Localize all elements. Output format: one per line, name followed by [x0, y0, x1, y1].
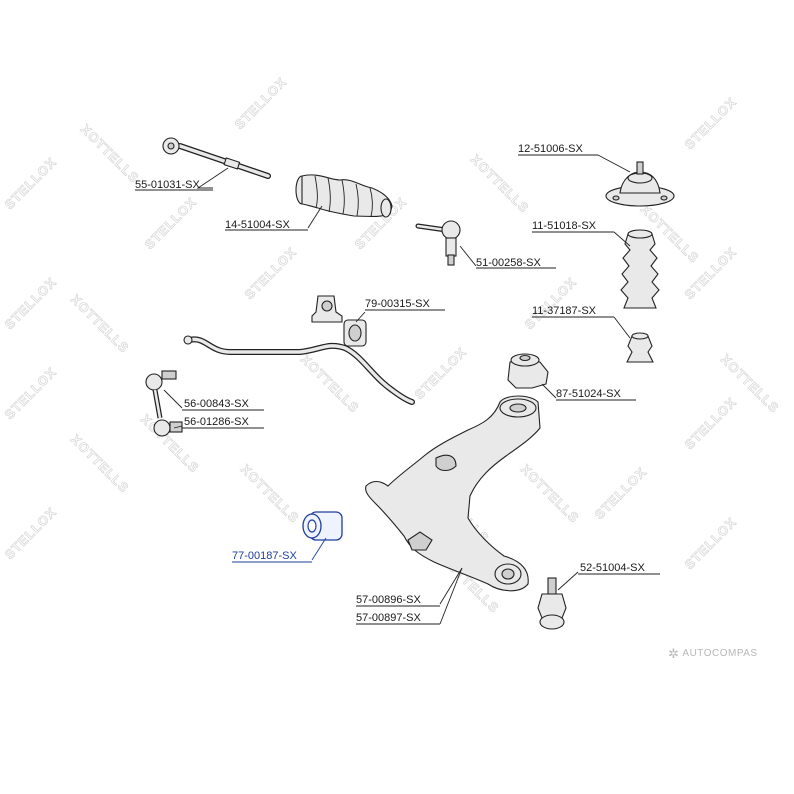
watermark-text: XOTTELLS: [68, 432, 132, 496]
watermark-text: STELLOX: [592, 464, 650, 522]
part-label-steering-boot[interactable]: 14-51004-SX: [225, 219, 290, 231]
strut-boot-callout: 11-51018-SX: [532, 220, 631, 247]
watermark-text: STELLOX: [142, 194, 200, 252]
watermark-text: XOTTELLS: [68, 292, 132, 356]
arm-front-bushing-callout: 77-00187-SX: [232, 537, 327, 563]
part-label-arm-rear-bushing[interactable]: 87-51024-SX: [556, 388, 621, 400]
watermark-text: STELLOX: [412, 344, 470, 402]
watermark-layer: STELLOX STELLOX STELLOX STELLOX XOTTELLS…: [1, 74, 782, 616]
watermark-text: STELLOX: [2, 504, 60, 562]
watermark-text: XOTTELLS: [78, 122, 142, 186]
part-label-tie-rod[interactable]: 55-01031-SX: [135, 179, 200, 191]
part-label-control-arm-left[interactable]: 57-00897-SX: [356, 612, 421, 624]
watermark-text: STELLOX: [2, 274, 60, 332]
strut-mount-part[interactable]: [605, 161, 675, 207]
watermark-text: STELLOX: [2, 154, 60, 212]
part-label-link-lower[interactable]: 56-01286-SX: [184, 416, 249, 428]
steering-boot-callout: 14-51004-SX: [225, 205, 323, 231]
part-label-link-upper[interactable]: 56-00843-SX: [184, 398, 249, 410]
bump-stop-callout: 11-37187-SX: [532, 305, 631, 339]
watermark-text: STELLOX: [682, 394, 740, 452]
part-label-ball-joint[interactable]: 52-51004-SX: [580, 562, 645, 574]
brand-watermark: ✲ AUTOCOMPAS: [668, 647, 758, 660]
part-label-stabilizer-bushing[interactable]: 79-00315-SX: [365, 298, 430, 310]
watermark-text: XOTTELLS: [238, 462, 302, 526]
part-label-strut-boot[interactable]: 11-51018-SX: [532, 220, 597, 232]
watermark-text: XOTTELLS: [468, 152, 532, 216]
tie-rod-callout: 55-01031-SX: [135, 167, 229, 191]
ball-joint-part[interactable]: [537, 577, 567, 630]
watermark-text: STELLOX: [682, 94, 740, 152]
control-arm-part[interactable]: [365, 395, 541, 592]
arm-rear-bushing-callout: 87-51024-SX: [541, 383, 636, 401]
stabilizer-bar-part[interactable]: [183, 335, 415, 405]
part-label-bump-stop[interactable]: 11-37187-SX: [532, 305, 597, 317]
steering-boot-part[interactable]: [295, 174, 393, 218]
stabilizer-bushing-part[interactable]: [311, 295, 367, 347]
compass-icon: ✲: [668, 646, 680, 661]
watermark-text: STELLOX: [242, 244, 300, 302]
watermark-text: STELLOX: [682, 514, 740, 572]
stabilizer-link-part[interactable]: [145, 370, 183, 437]
part-label-strut-mount[interactable]: 12-51006-SX: [518, 143, 583, 155]
arm-rear-bushing-part[interactable]: [507, 353, 549, 389]
stabilizer-bushing-callout: 79-00315-SX: [355, 298, 445, 323]
watermark-text: STELLOX: [232, 74, 290, 132]
strut-boot-part[interactable]: [620, 229, 660, 309]
watermark-text: XOTTELLS: [298, 352, 362, 416]
tie-rod-end-part[interactable]: [415, 220, 461, 266]
stabilizer-link-callout: 56-00843-SX 56-01286-SX: [163, 389, 264, 429]
arm-front-bushing-part[interactable]: [302, 511, 343, 541]
part-label-tie-rod-end[interactable]: 51-00258-SX: [476, 257, 541, 269]
watermark-text: STELLOX: [522, 274, 580, 332]
part-label-control-arm-right[interactable]: 57-00896-SX: [356, 594, 421, 606]
watermark-text: STELLOX: [2, 364, 60, 422]
brand-name: AUTOCOMPAS: [682, 648, 758, 659]
control-arm-callout: 57-00896-SX 57-00897-SX: [356, 567, 463, 625]
bump-stop-part[interactable]: [626, 332, 654, 363]
watermark-text: XOTTELLS: [518, 462, 582, 526]
tie-rod-end-callout: 51-00258-SX: [459, 245, 556, 269]
tie-rod-part[interactable]: [162, 137, 271, 179]
strut-mount-callout: 12-51006-SX: [518, 143, 631, 173]
ball-joint-callout: 52-51004-SX: [557, 562, 660, 591]
part-label-arm-front-bushing[interactable]: 77-00187-SX: [232, 550, 297, 562]
